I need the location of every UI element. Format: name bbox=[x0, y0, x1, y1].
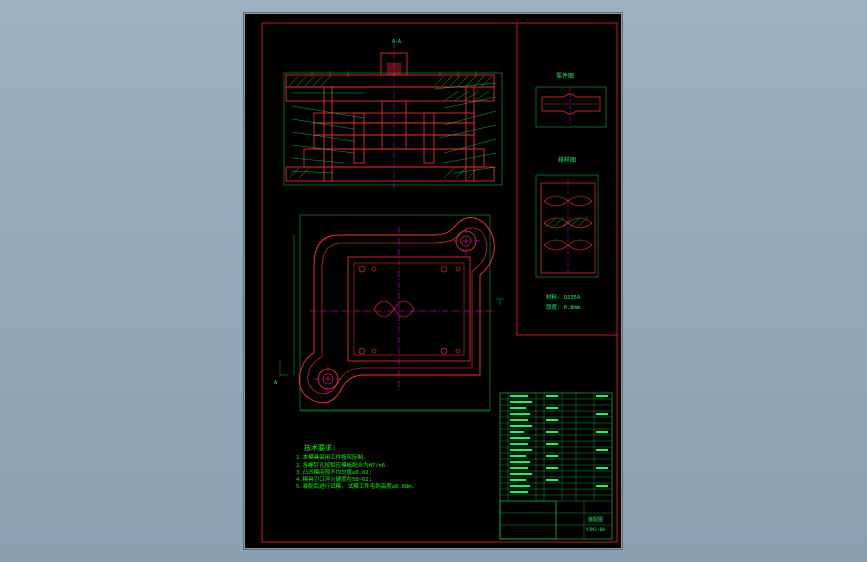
section-view bbox=[283, 43, 503, 193]
cad-drawing bbox=[244, 13, 622, 549]
tech-requirements-title: 技术要求: bbox=[304, 444, 337, 452]
tech-requirement-3: 3.凸凹模间隙不均匀度≤0.02; bbox=[296, 469, 372, 476]
tech-requirement-5: 5.装配后进行试模, 试模工件毛刺高度≤0.08m. bbox=[296, 484, 415, 491]
tech-requirement-1: 1.本模具采用工件按实际制. bbox=[296, 455, 367, 462]
workpiece-label: 零件图 bbox=[556, 73, 575, 80]
drawing-sheet: A-A 零件图 排样图 材料: Q235A 厚度: 0.8mm A 技术要求: … bbox=[244, 13, 622, 549]
title-block-drawing-no: YJMJ-00 bbox=[586, 528, 605, 533]
tech-requirement-2: 2.各螺钉孔按相应模板配合为H7/n6 bbox=[296, 462, 386, 469]
layout-label: 排样图 bbox=[558, 157, 577, 164]
view-marker: A bbox=[274, 380, 278, 386]
plan-view bbox=[279, 214, 504, 412]
title-block-drawing-name: 装配图 bbox=[588, 517, 604, 523]
title-block-left bbox=[499, 500, 557, 540]
border-frame bbox=[261, 22, 618, 543]
section-label: A-A bbox=[392, 39, 402, 45]
tech-requirements: 技术要求: 1.本模具采用工件按实际制. 2.各螺钉孔按相应模板配合为H7/n6… bbox=[296, 444, 496, 492]
thickness-line: 厚度: 0.8mm bbox=[546, 305, 581, 311]
workpiece-view bbox=[535, 86, 607, 128]
layout-view bbox=[535, 174, 599, 278]
outer-frame bbox=[244, 13, 622, 549]
tech-requirement-4: 4.模具刃口淬火硬度在58~62; bbox=[296, 477, 372, 484]
material-line: 材料: Q235A bbox=[546, 295, 581, 301]
workpiece-box bbox=[516, 23, 617, 336]
